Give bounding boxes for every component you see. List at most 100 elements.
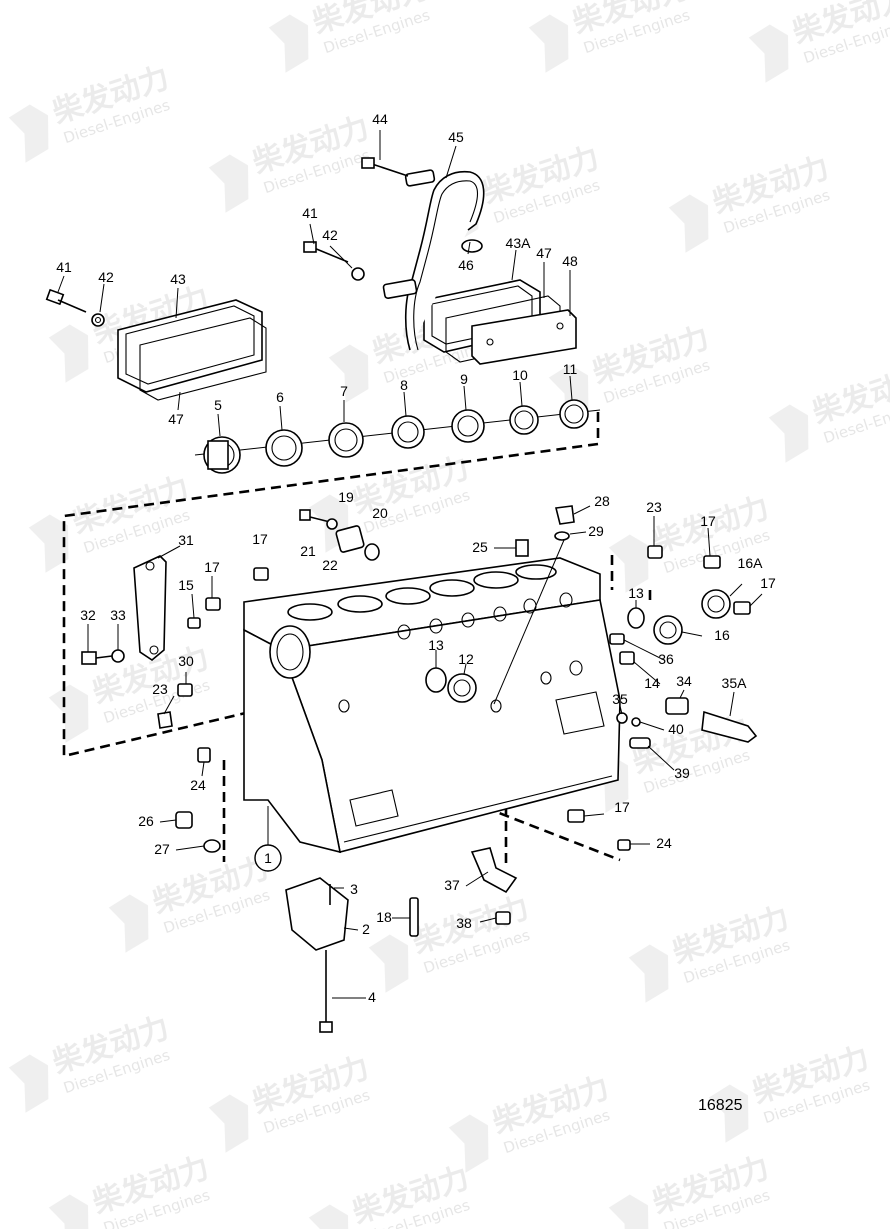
watermark-logo [208, 154, 249, 213]
callout-label: 27 [154, 841, 170, 857]
callout-label: 45 [448, 129, 464, 145]
watermark-logo [308, 1204, 349, 1229]
callout-label: 43A [506, 235, 532, 251]
callout-label: 24 [656, 835, 672, 851]
callout-label: 44 [372, 111, 388, 127]
callout-label: 5 [214, 397, 222, 413]
callout-label: 21 [300, 543, 316, 559]
callout-label: 13 [428, 637, 444, 653]
callout-label: 11 [563, 361, 578, 377]
watermark-logo [668, 194, 709, 253]
watermark-logo [48, 324, 89, 383]
callout-label: 25 [472, 539, 488, 555]
callout-label: 40 [668, 721, 684, 737]
callout-label: 17 [760, 575, 776, 591]
callout-label: 36 [658, 651, 674, 667]
callout-label: 13 [628, 585, 644, 601]
callout-label: 47 [168, 411, 184, 427]
callout-label: 22 [322, 557, 338, 573]
callout-label: 41 [302, 205, 318, 221]
callout-label: 38 [456, 915, 472, 931]
camshaft-bearings [194, 399, 601, 474]
callout-label: 2 [362, 921, 370, 937]
callout-label: 17 [252, 531, 268, 547]
callout-label: 32 [80, 607, 96, 623]
callout-label: 6 [276, 389, 284, 405]
watermark-logo [8, 1054, 49, 1113]
watermark-logo [268, 14, 309, 73]
callout-label: 41 [56, 259, 72, 275]
watermark-logo [368, 934, 409, 993]
callout-label: 42 [98, 269, 114, 285]
callout-label: 3 [350, 881, 358, 897]
callout-label: 17 [700, 513, 716, 529]
callout-label: 7 [340, 383, 348, 399]
callout-label: 10 [512, 367, 528, 383]
callout-label: 39 [674, 765, 690, 781]
watermark-logo [608, 534, 649, 593]
callout-label: 23 [152, 681, 168, 697]
callout-label: 14 [644, 675, 660, 691]
watermark-logo [48, 684, 89, 743]
callout-label: 17 [614, 799, 630, 815]
watermark-logo [108, 894, 149, 953]
small-parts [81, 505, 758, 1033]
callout-label: 4 [368, 989, 376, 1005]
watermark-logo [328, 344, 369, 403]
callout-label: 17 [204, 559, 220, 575]
callout-label: 19 [338, 489, 354, 505]
breather-pipe-45 [303, 157, 485, 351]
watermark-logo [28, 514, 69, 573]
watermark-logo [628, 944, 669, 1003]
watermark-logo [208, 1094, 249, 1153]
callout-label: 35 [612, 691, 628, 707]
callout-label: 26 [138, 813, 154, 829]
callout-label: 18 [376, 909, 392, 925]
callout-label: 28 [594, 493, 610, 509]
callout-label: 47 [536, 245, 552, 261]
watermark-logo [768, 404, 809, 463]
watermark-logo [708, 1084, 749, 1143]
callout-label: 23 [646, 499, 662, 515]
callout-label: 24 [190, 777, 206, 793]
callout-label: 12 [458, 651, 474, 667]
circled-note-1: 1 [254, 844, 282, 872]
callout-label: 31 [178, 532, 194, 548]
callout-label: 46 [458, 257, 474, 273]
rocker-cover-right [423, 279, 577, 365]
callout-label: 16A [738, 555, 764, 571]
drawing-reference-number: 16825 [698, 1097, 743, 1114]
watermark-logo [748, 24, 789, 83]
callout-label: 29 [588, 523, 604, 539]
callout-label: 48 [562, 253, 578, 269]
cylinder-block [243, 557, 621, 854]
watermark-logo [448, 1114, 489, 1173]
callout-label: 43 [170, 271, 186, 287]
callout-label: 8 [400, 377, 408, 393]
callout-label: 35A [722, 675, 748, 691]
callout-label: 37 [444, 877, 460, 893]
callout-label: 9 [460, 371, 468, 387]
callout-label: 34 [676, 673, 692, 689]
callout-label: 42 [322, 227, 338, 243]
